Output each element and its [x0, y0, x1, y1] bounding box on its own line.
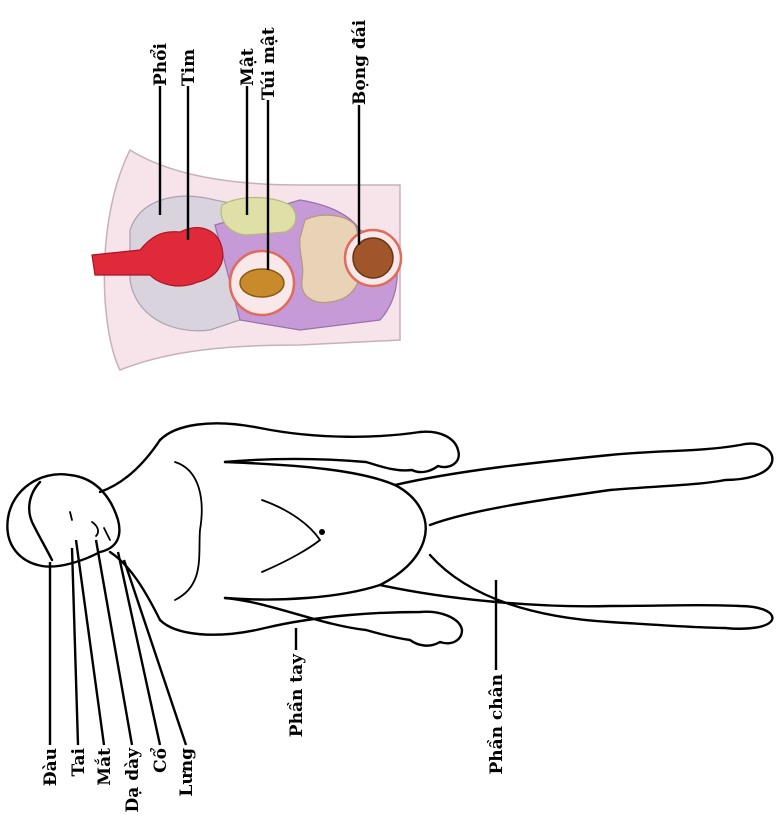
liver-shape	[221, 198, 296, 236]
arm-label: Phần tay	[287, 653, 307, 737]
torso-outline	[225, 462, 426, 599]
lungs-label: Phổi	[149, 43, 171, 86]
gallbladder-shape	[240, 269, 284, 297]
leg-lower-outline	[380, 555, 772, 629]
eye-label: Mắt	[94, 748, 115, 786]
leg-upper-outline	[395, 444, 772, 525]
navel-dot	[319, 529, 325, 535]
neck-outline	[100, 440, 160, 620]
mouth-detail	[104, 528, 110, 540]
neck-label: Cổ	[149, 747, 171, 773]
stomach-label: Dạ dày	[123, 747, 143, 813]
hair-outline	[29, 482, 52, 560]
body-outline	[7, 423, 772, 645]
bladder-label: Bọng đái	[350, 19, 370, 105]
head-label: Đàu	[41, 748, 61, 786]
head-outline	[7, 474, 119, 566]
gallbladder-label: Túi mật	[259, 27, 279, 100]
abdomen-detail	[262, 500, 320, 572]
heart-label: Tim	[179, 49, 199, 86]
chest-detail	[175, 462, 202, 600]
eye-leader	[76, 540, 104, 745]
leg-label: Phần chân	[487, 674, 507, 775]
eye-detail	[70, 512, 72, 520]
back-label: Lưng	[177, 748, 197, 797]
ear-label: Tai	[69, 747, 89, 776]
arm-lower-outline	[160, 598, 462, 646]
body-label-group: Đàu Tai Mắt Dạ dày Cổ Lưng Phần tay Phần…	[41, 540, 507, 812]
liver-label: Mật	[238, 48, 258, 86]
nose-detail	[92, 522, 98, 536]
ear-leader	[72, 548, 78, 745]
arm-upper-outline	[160, 423, 459, 472]
